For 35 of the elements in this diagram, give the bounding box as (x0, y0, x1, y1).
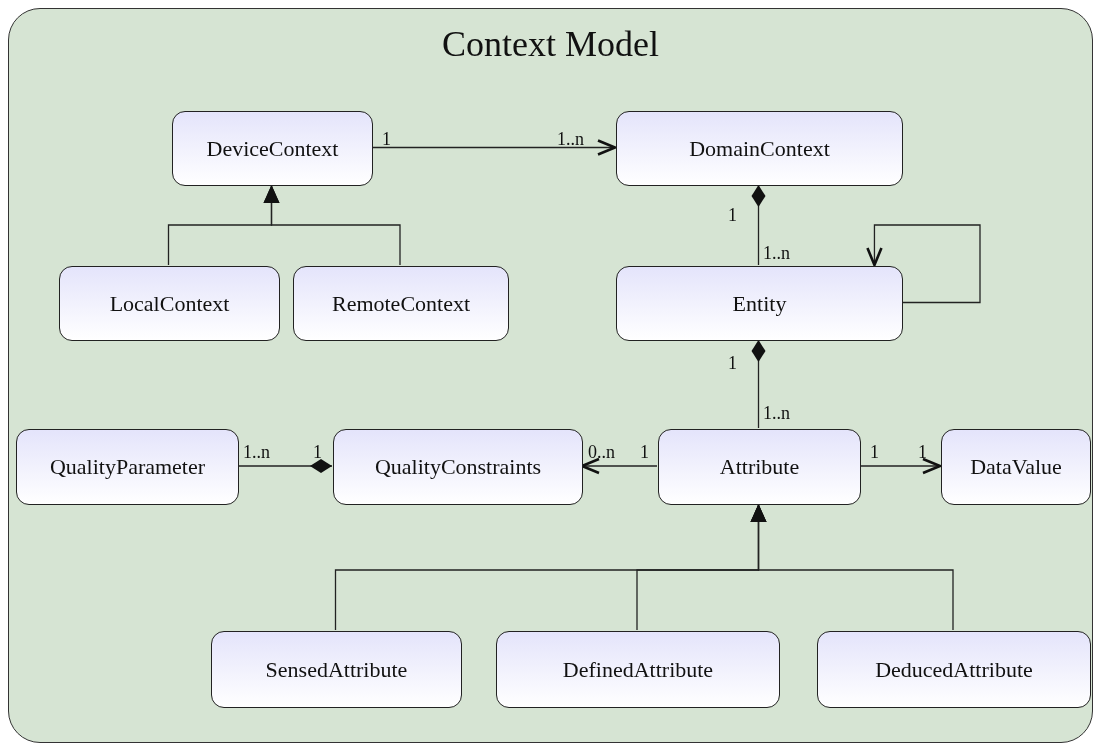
class-box: DataValue (941, 429, 1091, 505)
class-box: QualityParameter (16, 429, 239, 505)
class-box: SensedAttribute (211, 631, 462, 708)
class-box: DeducedAttribute (817, 631, 1091, 708)
class-box: DomainContext (616, 111, 903, 186)
association-arrow (859, 457, 942, 475)
association-arrow (371, 139, 617, 156)
class-box: QualityConstraints (333, 429, 583, 505)
association-arrow (866, 224, 981, 304)
multiplicity-label: 1 (918, 443, 927, 461)
class-box: Attribute (658, 429, 861, 505)
class-box: DeviceContext (172, 111, 373, 186)
package-frame (8, 8, 1093, 743)
package-title: Context Model (442, 23, 659, 65)
multiplicity-label: 1..n (243, 443, 270, 461)
association-arrow (580, 457, 658, 475)
multiplicity-label: 1 (728, 206, 737, 224)
multiplicity-label: 0..n (588, 443, 615, 461)
class-box: DefinedAttribute (496, 631, 780, 708)
composition-line (237, 459, 333, 473)
multiplicity-label: 1 (313, 443, 322, 461)
class-box: RemoteContext (293, 266, 509, 341)
generalization-arrow (750, 503, 954, 631)
class-box: LocalContext (59, 266, 280, 341)
multiplicity-label: 1 (870, 443, 879, 461)
multiplicity-label: 1 (382, 130, 391, 148)
composition-line (751, 184, 766, 266)
multiplicity-label: 1..n (557, 130, 584, 148)
multiplicity-label: 1..n (763, 244, 790, 262)
class-box: Entity (616, 266, 903, 341)
composition-line (751, 339, 766, 429)
generalization-arrow (263, 184, 401, 266)
multiplicity-label: 1..n (763, 404, 790, 422)
multiplicity-label: 1 (640, 443, 649, 461)
multiplicity-label: 1 (728, 354, 737, 372)
